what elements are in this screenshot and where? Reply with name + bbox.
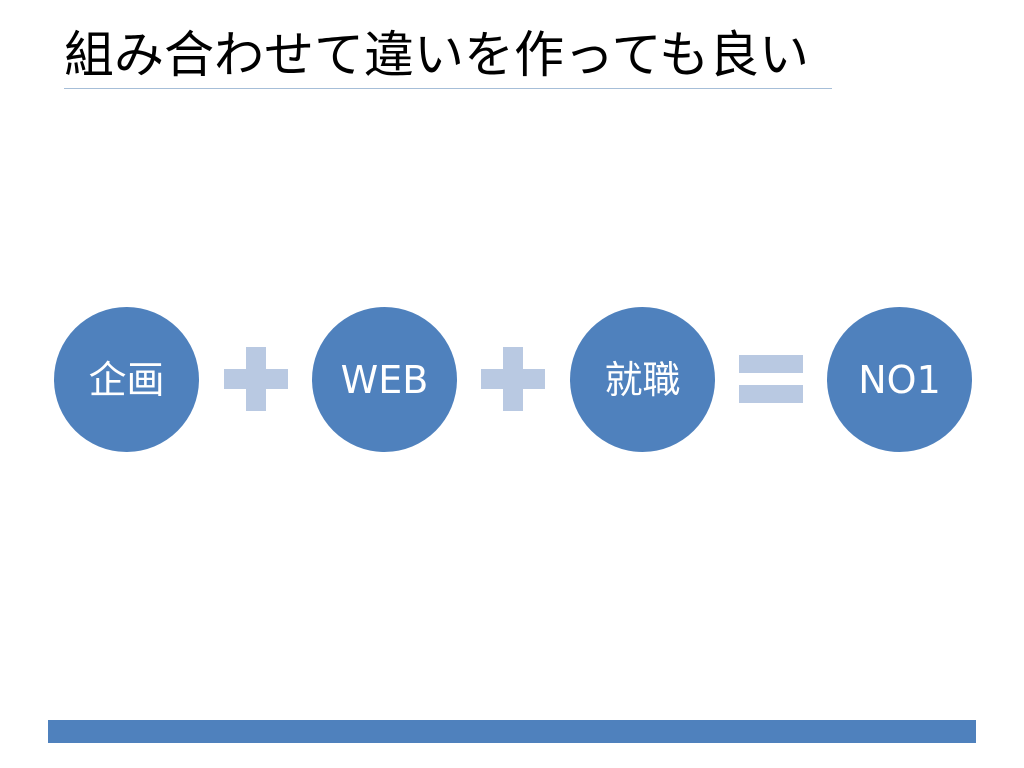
node-no1: NO1 [827, 307, 972, 452]
footer-bar [48, 720, 976, 743]
node-web: WEB [312, 307, 457, 452]
node-label: NO1 [858, 357, 941, 402]
plus-icon [224, 347, 288, 411]
equals-icon [739, 355, 803, 403]
node-label: WEB [340, 357, 429, 402]
title-underline [64, 88, 832, 89]
plus-icon [481, 347, 545, 411]
node-employment: 就職 [570, 307, 715, 452]
node-planning: 企画 [54, 307, 199, 452]
slide-title: 組み合わせて違いを作っても良い [64, 26, 809, 84]
node-label: 企画 [88, 357, 165, 402]
node-label: 就職 [604, 357, 681, 402]
